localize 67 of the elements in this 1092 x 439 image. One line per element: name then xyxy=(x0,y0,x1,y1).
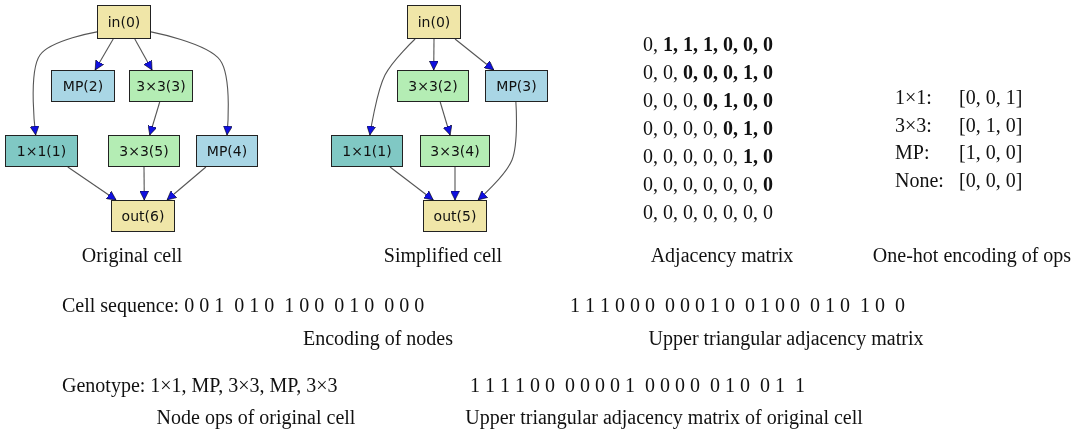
node-label: out(5) xyxy=(433,208,477,224)
arrow xyxy=(429,38,439,71)
op-name: None: xyxy=(895,170,944,190)
node-label: 3×3(3) xyxy=(136,78,186,94)
arrow xyxy=(454,38,495,71)
matrix-row: 0, 0, 0, 0, 0, 0, 0 xyxy=(643,202,773,222)
operation-box xyxy=(420,135,490,167)
caption: Upper triangular adjacency matrix xyxy=(648,328,924,348)
node-label: out(6) xyxy=(121,208,165,224)
matrix-row: 0, 1, 1, 1, 0, 0, 0 xyxy=(643,34,773,54)
arrow xyxy=(477,101,517,201)
node-label: 1×1(1) xyxy=(342,143,392,159)
node-label: in(0) xyxy=(417,14,451,30)
node-label: 3×3(5) xyxy=(119,143,169,159)
operation-box xyxy=(129,70,193,102)
arrow xyxy=(366,38,416,136)
arrow xyxy=(450,166,460,201)
arrow xyxy=(389,166,434,201)
operation-box xyxy=(97,5,151,39)
arrow xyxy=(147,101,161,136)
caption: Encoding of nodes xyxy=(303,328,453,348)
arrow xyxy=(134,38,153,71)
caption: One-hot encoding of ops xyxy=(872,245,1072,265)
sequence-text: 1 1 1 0 0 0 0 0 0 1 0 0 1 0 0 0 1 0 1 0 0 xyxy=(570,295,905,315)
operation-box xyxy=(196,135,258,167)
matrix-row: 0, 0, 0, 0, 0, 1, 0 xyxy=(643,146,773,166)
node-label: 3×3(4) xyxy=(430,143,480,159)
operation-box xyxy=(407,5,461,39)
sequence-text: Cell sequence: 0 0 1 0 1 0 1 0 0 0 1 0 0 0 0 xyxy=(62,295,425,315)
node-label: MP(4) xyxy=(206,143,248,159)
operation-box xyxy=(331,135,403,167)
arrow xyxy=(139,166,149,201)
sequence-text: 1 1 1 1 0 0 0 0 0 0 1 0 0 0 0 0 1 0 0 1 1 xyxy=(470,375,805,395)
op-name: 1×1: xyxy=(895,87,932,107)
caption: Upper triangular adjacency matrix of original cell xyxy=(465,407,863,427)
arrow xyxy=(150,31,233,136)
operation-box xyxy=(108,135,180,167)
matrix-row: 0, 0, 0, 0, 0, 1, 0 xyxy=(643,62,773,82)
node-label: 3×3(2) xyxy=(408,78,458,94)
node-label: 1×1(1) xyxy=(16,143,67,159)
one-hot-vector: [1, 0, 0] xyxy=(959,142,1023,162)
op-name: MP: xyxy=(895,142,930,162)
node-label: MP(2) xyxy=(62,78,104,94)
caption: Adjacency matrix xyxy=(650,245,794,265)
matrix-row: 0, 0, 0, 0, 0, 0, 0 xyxy=(643,174,773,194)
arrow xyxy=(166,166,207,201)
operation-box xyxy=(5,135,78,167)
caption: Node ops of original cell xyxy=(156,407,356,427)
operation-box xyxy=(111,200,175,232)
node-label: MP(3) xyxy=(496,78,537,94)
arrow xyxy=(67,166,117,201)
op-name: 3×3: xyxy=(895,115,932,135)
operation-box xyxy=(485,70,548,102)
arrow xyxy=(94,38,114,71)
arrow xyxy=(439,101,453,136)
arrow xyxy=(29,31,98,136)
one-hot-vector: [0, 0, 1] xyxy=(959,87,1023,107)
sequence-text: Genotype: 1×1, MP, 3×3, MP, 3×3 xyxy=(62,375,338,395)
caption: Original cell xyxy=(81,245,183,265)
one-hot-vector: [0, 0, 0] xyxy=(959,170,1023,190)
operation-box xyxy=(423,200,487,232)
matrix-row: 0, 0, 0, 0, 1, 0, 0 xyxy=(643,90,773,110)
operation-box xyxy=(51,70,115,102)
operation-box xyxy=(397,70,469,102)
matrix-row: 0, 0, 0, 0, 0, 1, 0 xyxy=(643,118,773,138)
one-hot-vector: [0, 1, 0] xyxy=(959,115,1023,135)
node-label: in(0) xyxy=(107,14,141,30)
